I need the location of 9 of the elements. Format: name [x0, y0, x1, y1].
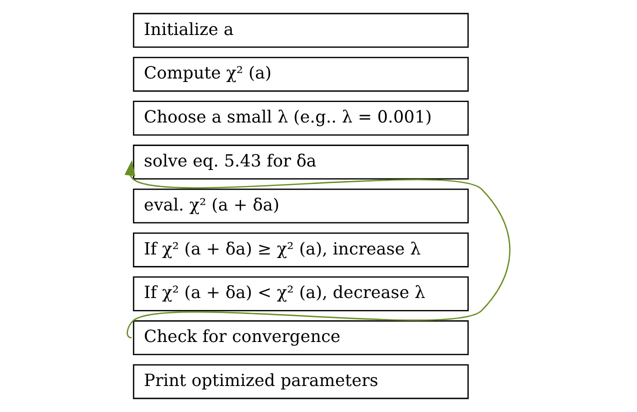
node-box: If χ² (a + δa) < χ² (a), decrease λ — [132, 276, 469, 312]
node-box: solve eq. 5.43 for δa — [132, 144, 469, 180]
node-box: If χ² (a + δa) ≥ χ² (a), increase λ — [132, 232, 469, 268]
node-box: Print optimized parameters — [132, 364, 469, 400]
node-box: eval. χ² (a + δa) — [132, 188, 469, 224]
node-box: Check for convergence — [132, 320, 469, 356]
node-box: Initialize a — [132, 12, 469, 48]
node-box: Choose a small λ (e.g.. λ = 0.001) — [132, 100, 469, 136]
node-box: Compute χ² (a) — [132, 56, 469, 92]
